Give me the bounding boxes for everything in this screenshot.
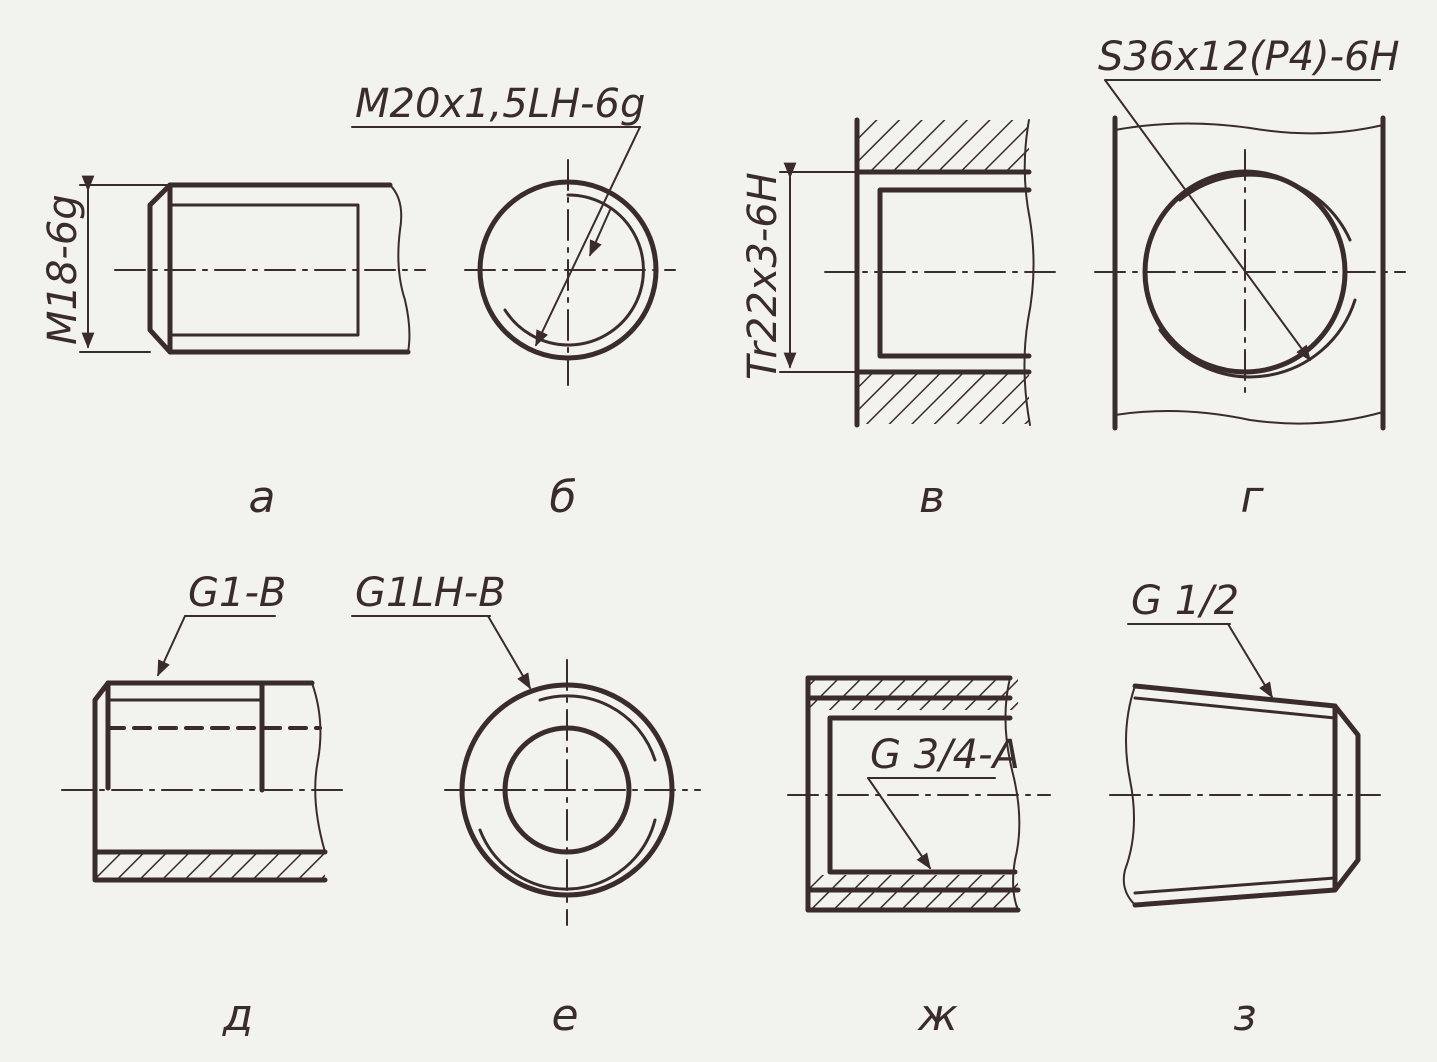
- fig-zh-break-line: [1004, 677, 1021, 911]
- fig-z-outline: [1132, 683, 1361, 908]
- fig-zh-hatch-top: [808, 678, 1018, 710]
- fig-g-leader: [1104, 79, 1311, 362]
- figure-v: Tr22x3-6H в: [740, 117, 1056, 523]
- fig-g-break-bottom: [1114, 410, 1384, 425]
- fig-b-leader-arrow: [589, 209, 611, 257]
- fig-z-leader: [1227, 623, 1273, 699]
- fig-d-break-line: [311, 682, 326, 853]
- fig-z-caption: з: [1233, 990, 1256, 1041]
- fig-e-thread-label: G1LH-B: [355, 570, 506, 616]
- figure-z: G 1/2 з: [1109, 578, 1381, 1041]
- fig-v-thread-major: [854, 169, 1032, 375]
- fig-zh-thread-major: [805, 695, 1021, 893]
- fig-zh-leader: [867, 777, 931, 870]
- fig-z-thread-minor: [1133, 696, 1337, 895]
- fig-b-caption: б: [549, 472, 576, 523]
- fig-d-outline: [92, 680, 328, 883]
- fig-g-caption: г: [1240, 472, 1264, 523]
- fig-e-thread-arc: [478, 694, 657, 891]
- figure-b: M20x1,5LH-6g б: [351, 81, 676, 523]
- figure-zh: G 3/4-A ж: [787, 675, 1051, 1041]
- fig-zh-outer-edges: [805, 675, 1021, 913]
- fig-v-thread-label: Tr22x3-6H: [740, 172, 786, 380]
- fig-g-break-top: [1114, 122, 1384, 135]
- fig-e-leader: [487, 615, 531, 690]
- fig-g-thread-arc: [1158, 173, 1357, 379]
- figure-g: S36x12(P4)-6H г: [1094, 34, 1406, 523]
- fig-zh-thread-label: G 3/4-A: [870, 732, 1020, 778]
- fig-b-leader: [535, 126, 641, 347]
- fig-v-caption: в: [919, 472, 945, 523]
- fig-z-break-line: [1122, 685, 1136, 906]
- fig-d-hatch: [95, 852, 325, 880]
- fig-b-thread-label: M20x1,5LH-6g: [355, 81, 645, 127]
- fig-v-hatch-bottom: [857, 372, 1029, 424]
- fig-g-thread-label: S36x12(P4)-6H: [1098, 34, 1400, 80]
- fig-v-hatch-top: [857, 120, 1029, 172]
- fig-d-thread-label: G1-B: [188, 570, 286, 616]
- fig-d-leader: [157, 615, 186, 677]
- figure-a: M18-6g а: [40, 175, 426, 523]
- fig-a-break-line: [389, 184, 411, 353]
- fig-a-outline: [147, 182, 411, 355]
- fig-d-caption: д: [222, 990, 253, 1041]
- fig-a-thread-label: M18-6g: [40, 194, 86, 345]
- figure-d: G1-B д: [61, 570, 346, 1041]
- fig-z-thread-label: G 1/2: [1131, 578, 1239, 624]
- fig-a-caption: а: [249, 472, 276, 523]
- figure-e: G1LH-B е: [351, 570, 701, 1041]
- fig-zh-caption: ж: [917, 990, 958, 1041]
- fig-e-caption: е: [551, 990, 578, 1041]
